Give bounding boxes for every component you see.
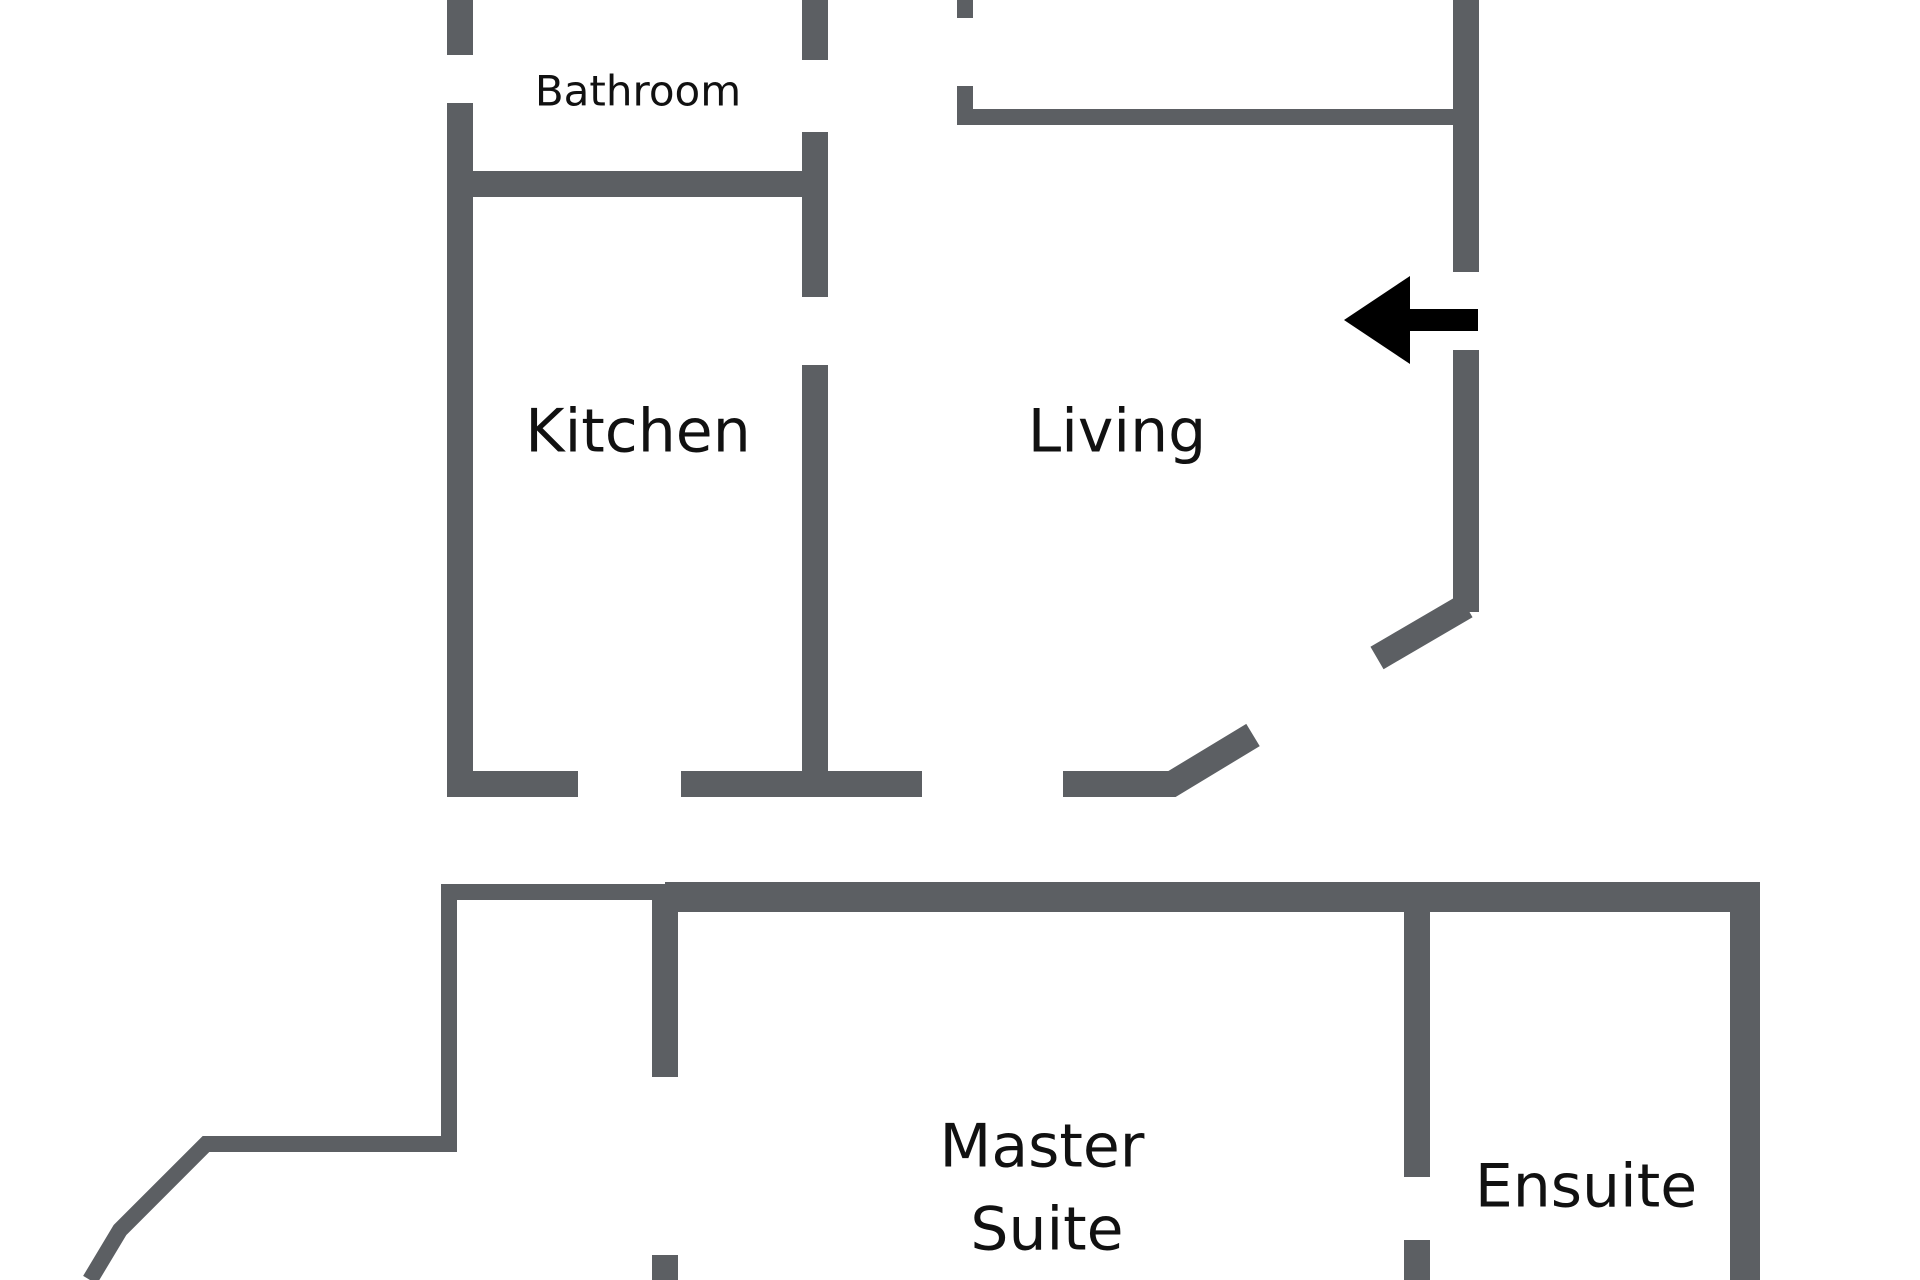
arrow-left-icon (1344, 276, 1478, 364)
room-label-kitchen: Kitchen (525, 397, 751, 467)
room-label-master-line2: Suite (970, 1195, 1123, 1265)
living-bay-wall (1370, 594, 1473, 670)
room-label-ensuite: Ensuite (1475, 1152, 1697, 1222)
room-label-bathroom: Bathroom (535, 67, 741, 116)
room-labels: Bathroom Kitchen Living Master Suite Ens… (525, 67, 1697, 1265)
lower-unit-walls (83, 882, 1760, 1280)
hallway-outline (83, 884, 665, 1280)
room-label-living: Living (1028, 397, 1206, 467)
room-label-master-line1: Master (940, 1112, 1145, 1182)
living-bottom-wall (1063, 723, 1260, 797)
upper-unit-walls (447, 0, 1479, 797)
